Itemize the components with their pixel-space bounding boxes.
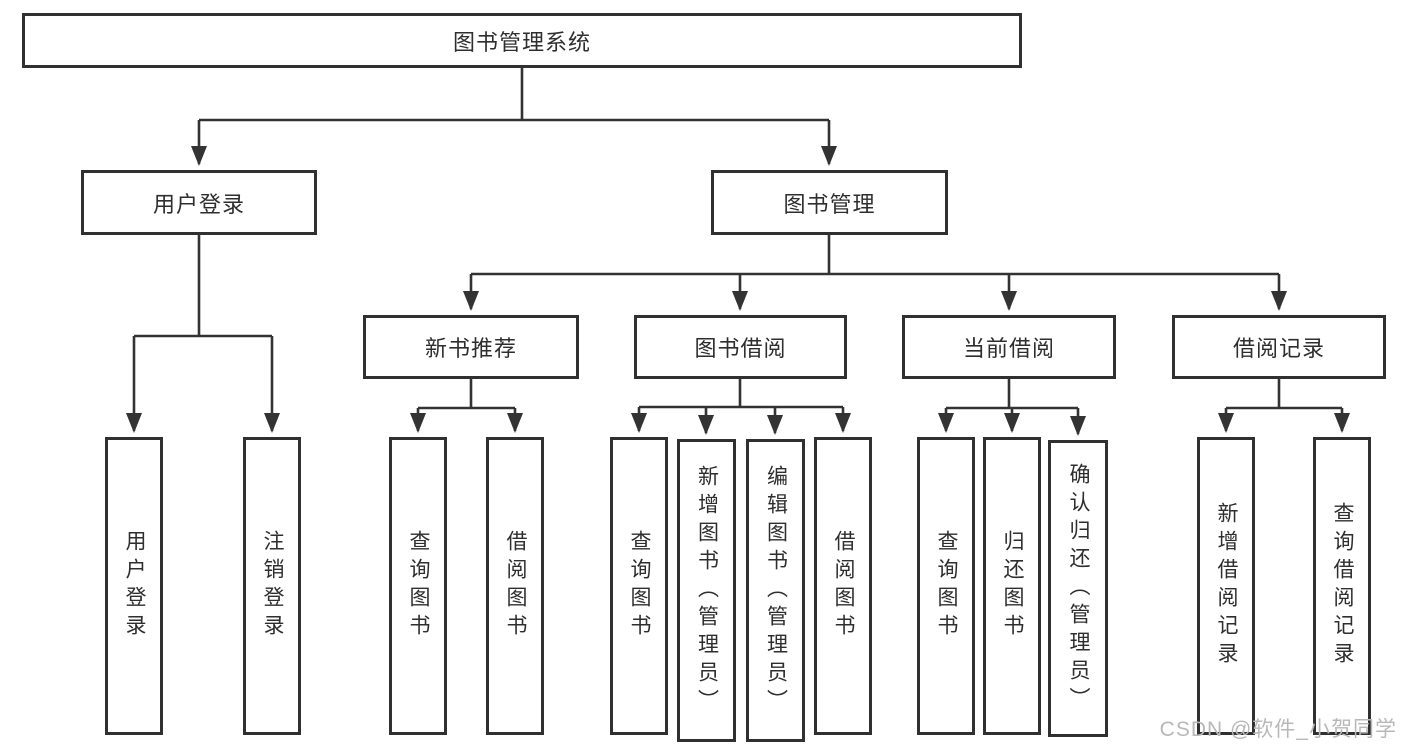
leaf-add-book-admin: 新增图书（管理员） — [677, 439, 736, 742]
leaf-recommend-query-book: 查询图书 — [389, 437, 447, 735]
node-current-borrow: 当前借阅 — [902, 315, 1116, 379]
node-user-login-label: 用户登录 — [152, 191, 245, 217]
leaf-user-login: 用户登录 — [105, 437, 163, 735]
leaf-edit-book-admin-label: 编辑图书（管理员） — [764, 464, 788, 717]
node-book-management: 图书管理 — [711, 170, 948, 235]
leaf-logout: 注销登录 — [243, 437, 301, 735]
leaf-confirm-return-admin-label: 确认归还（管理员） — [1067, 462, 1091, 715]
leaf-current-query-book: 查询图书 — [917, 437, 975, 735]
leaf-borrow-query-book-label: 查询图书 — [628, 530, 652, 642]
node-borrow-records: 借阅记录 — [1172, 315, 1386, 379]
node-book-borrow-label: 图书借阅 — [694, 336, 787, 361]
leaf-recommend-query-book-label: 查询图书 — [407, 530, 431, 642]
leaf-add-borrow-record: 新增借阅记录 — [1197, 437, 1255, 735]
leaf-user-login-label: 用户登录 — [123, 530, 147, 642]
node-new-book-recommend-label: 新书推荐 — [424, 336, 517, 361]
leaf-return-book: 归还图书 — [983, 437, 1041, 735]
node-new-book-recommend: 新书推荐 — [363, 315, 579, 379]
csdn-watermark: CSDN @软件_小贺同学 — [1159, 718, 1397, 741]
node-book-borrow: 图书借阅 — [634, 315, 847, 379]
leaf-add-book-admin-label: 新增图书（管理员） — [695, 464, 719, 717]
leaf-borrow-book: 借阅图书 — [814, 437, 872, 735]
leaf-borrow-query-book: 查询图书 — [610, 437, 668, 735]
node-borrow-records-label: 借阅记录 — [1232, 336, 1325, 361]
node-root-system-label: 图书管理系统 — [452, 29, 591, 55]
node-book-management-label: 图书管理 — [783, 191, 876, 217]
node-user-login: 用户登录 — [81, 170, 317, 235]
leaf-recommend-borrow-book: 借阅图书 — [486, 437, 544, 735]
leaf-add-borrow-record-label: 新增借阅记录 — [1215, 502, 1239, 670]
leaf-current-query-book-label: 查询图书 — [935, 530, 959, 642]
node-root-system: 图书管理系统 — [22, 13, 1022, 68]
leaf-return-book-label: 归还图书 — [1001, 530, 1025, 642]
leaf-logout-label: 注销登录 — [261, 530, 285, 642]
leaf-recommend-borrow-book-label: 借阅图书 — [504, 530, 528, 642]
node-current-borrow-label: 当前借阅 — [962, 336, 1055, 361]
leaf-query-borrow-record-label: 查询借阅记录 — [1331, 502, 1355, 670]
leaf-edit-book-admin: 编辑图书（管理员） — [746, 439, 805, 742]
leaf-borrow-book-label: 借阅图书 — [832, 530, 856, 642]
leaf-query-borrow-record: 查询借阅记录 — [1313, 437, 1371, 735]
leaf-confirm-return-admin: 确认归还（管理员） — [1048, 440, 1108, 737]
